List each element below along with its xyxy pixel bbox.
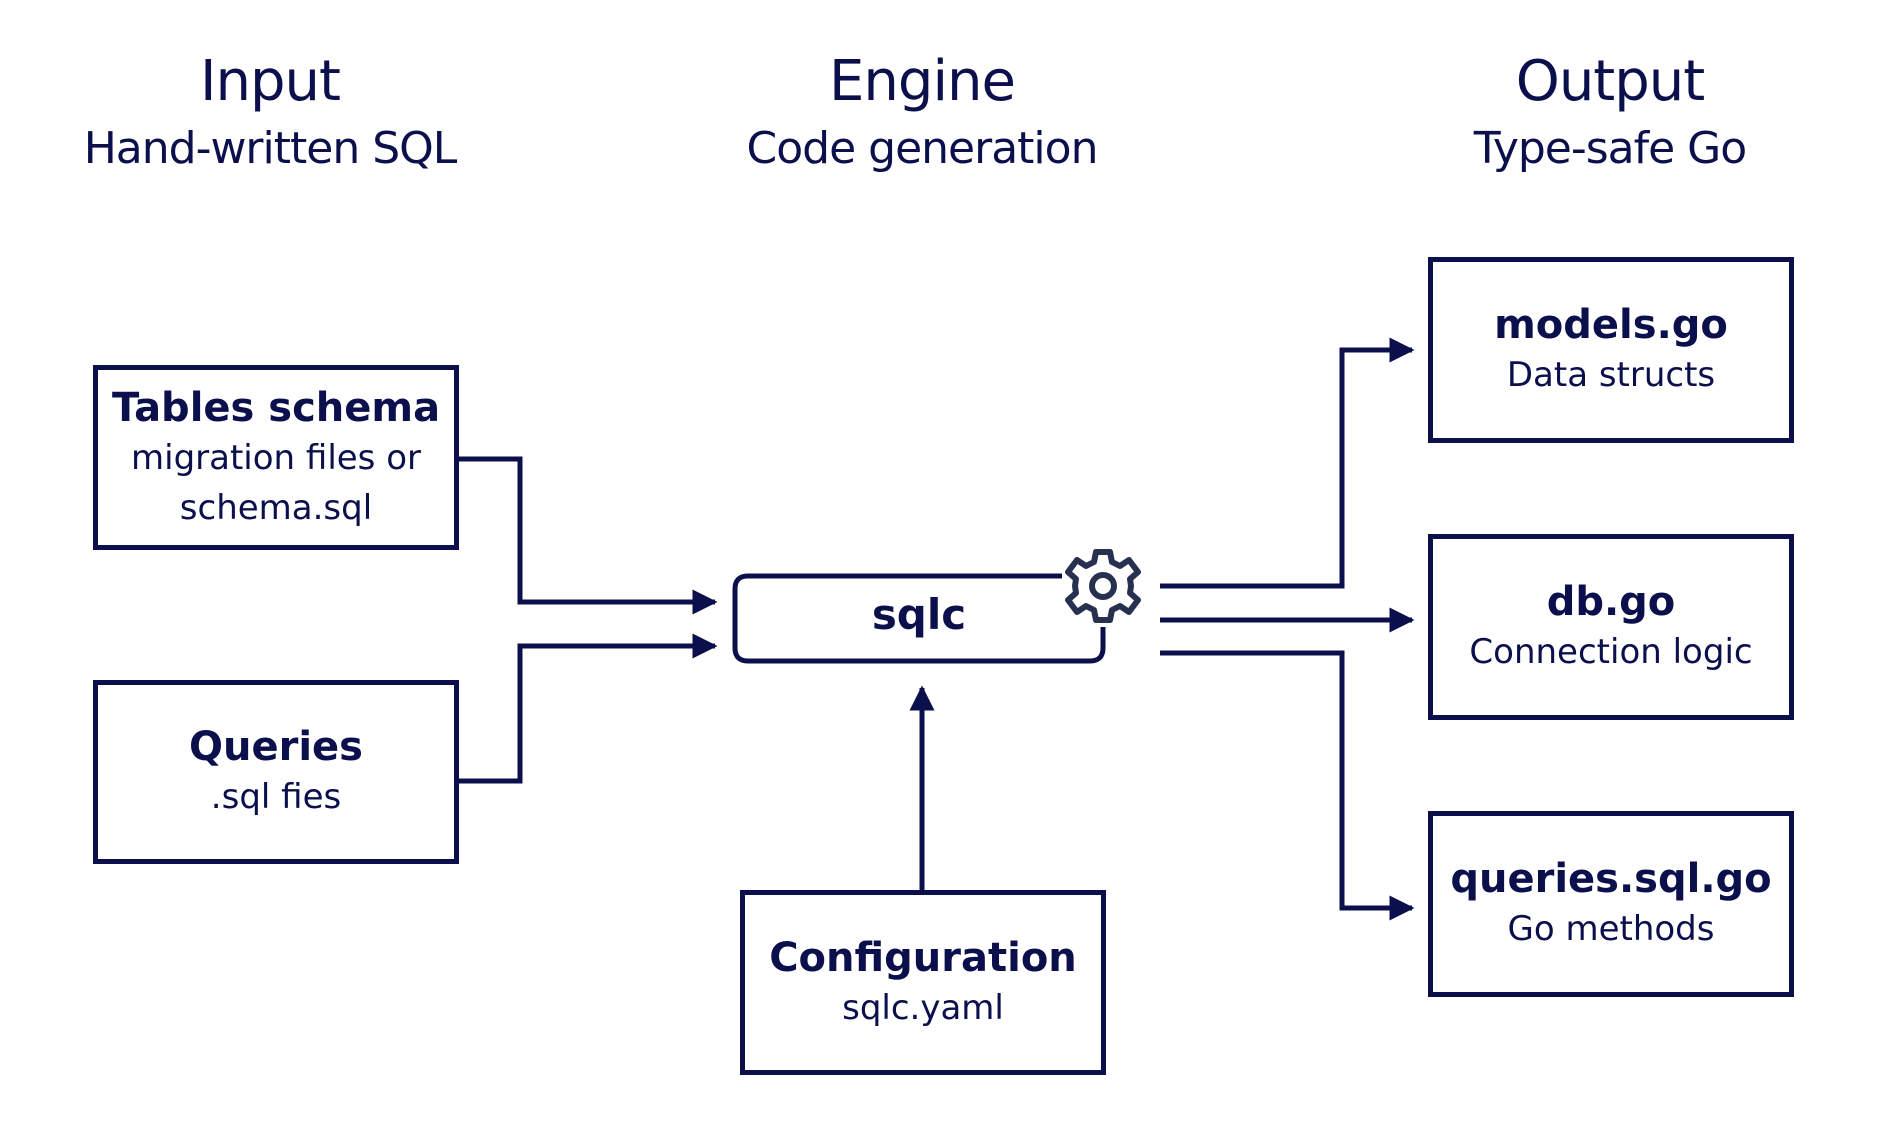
column-header-output: Output Type-safe Go	[1310, 50, 1878, 176]
engine-label: sqlc	[871, 590, 967, 639]
input-title: Queries	[189, 724, 363, 770]
connector-sqlc-to-queries	[1160, 650, 1415, 921]
output-box-queries: queries.sql.go Go methods	[1428, 811, 1794, 997]
config-file: sqlc.yaml	[842, 987, 1004, 1028]
column-title-output: Output	[1515, 49, 1706, 114]
input-box-tables-schema: Tables schema migration files or schema.…	[93, 365, 459, 550]
column-header-input: Input Hand-written SQL	[0, 50, 570, 176]
output-title: queries.sql.go	[1450, 856, 1772, 902]
output-detail: Go methods	[1507, 909, 1715, 949]
output-title: models.go	[1494, 302, 1728, 348]
column-title-input: Input	[199, 49, 341, 114]
gear-icon	[1065, 549, 1141, 623]
column-header-engine: Engine Code generation	[622, 50, 1222, 176]
column-title-engine: Engine	[829, 49, 1016, 114]
input-detail: .sql fies	[210, 777, 342, 817]
input-box-queries: Queries .sql fies	[93, 680, 459, 864]
output-detail: Connection logic	[1469, 632, 1753, 672]
input-detail: schema.sql	[179, 487, 373, 528]
sqlc-box-outline	[732, 573, 1106, 664]
column-subtitle-output: Type-safe Go	[1473, 123, 1747, 174]
output-box-db: db.go Connection logic	[1428, 534, 1794, 720]
input-title: Tables schema	[111, 384, 441, 431]
connector-schema-to-sqlc	[457, 456, 718, 615]
output-detail: Data structs	[1506, 355, 1716, 395]
column-subtitle-engine: Code generation	[746, 123, 1099, 174]
connector-queries-to-sqlc	[457, 633, 718, 784]
input-detail: migration files or	[131, 437, 421, 478]
connector-sqlc-to-models	[1160, 337, 1415, 589]
output-title: db.go	[1546, 579, 1676, 625]
column-subtitle-input: Hand-written SQL	[83, 123, 458, 174]
config-box: Configuration sqlc.yaml	[740, 890, 1106, 1075]
config-title: Configuration	[769, 934, 1077, 981]
output-box-models: models.go Data structs	[1428, 257, 1794, 443]
